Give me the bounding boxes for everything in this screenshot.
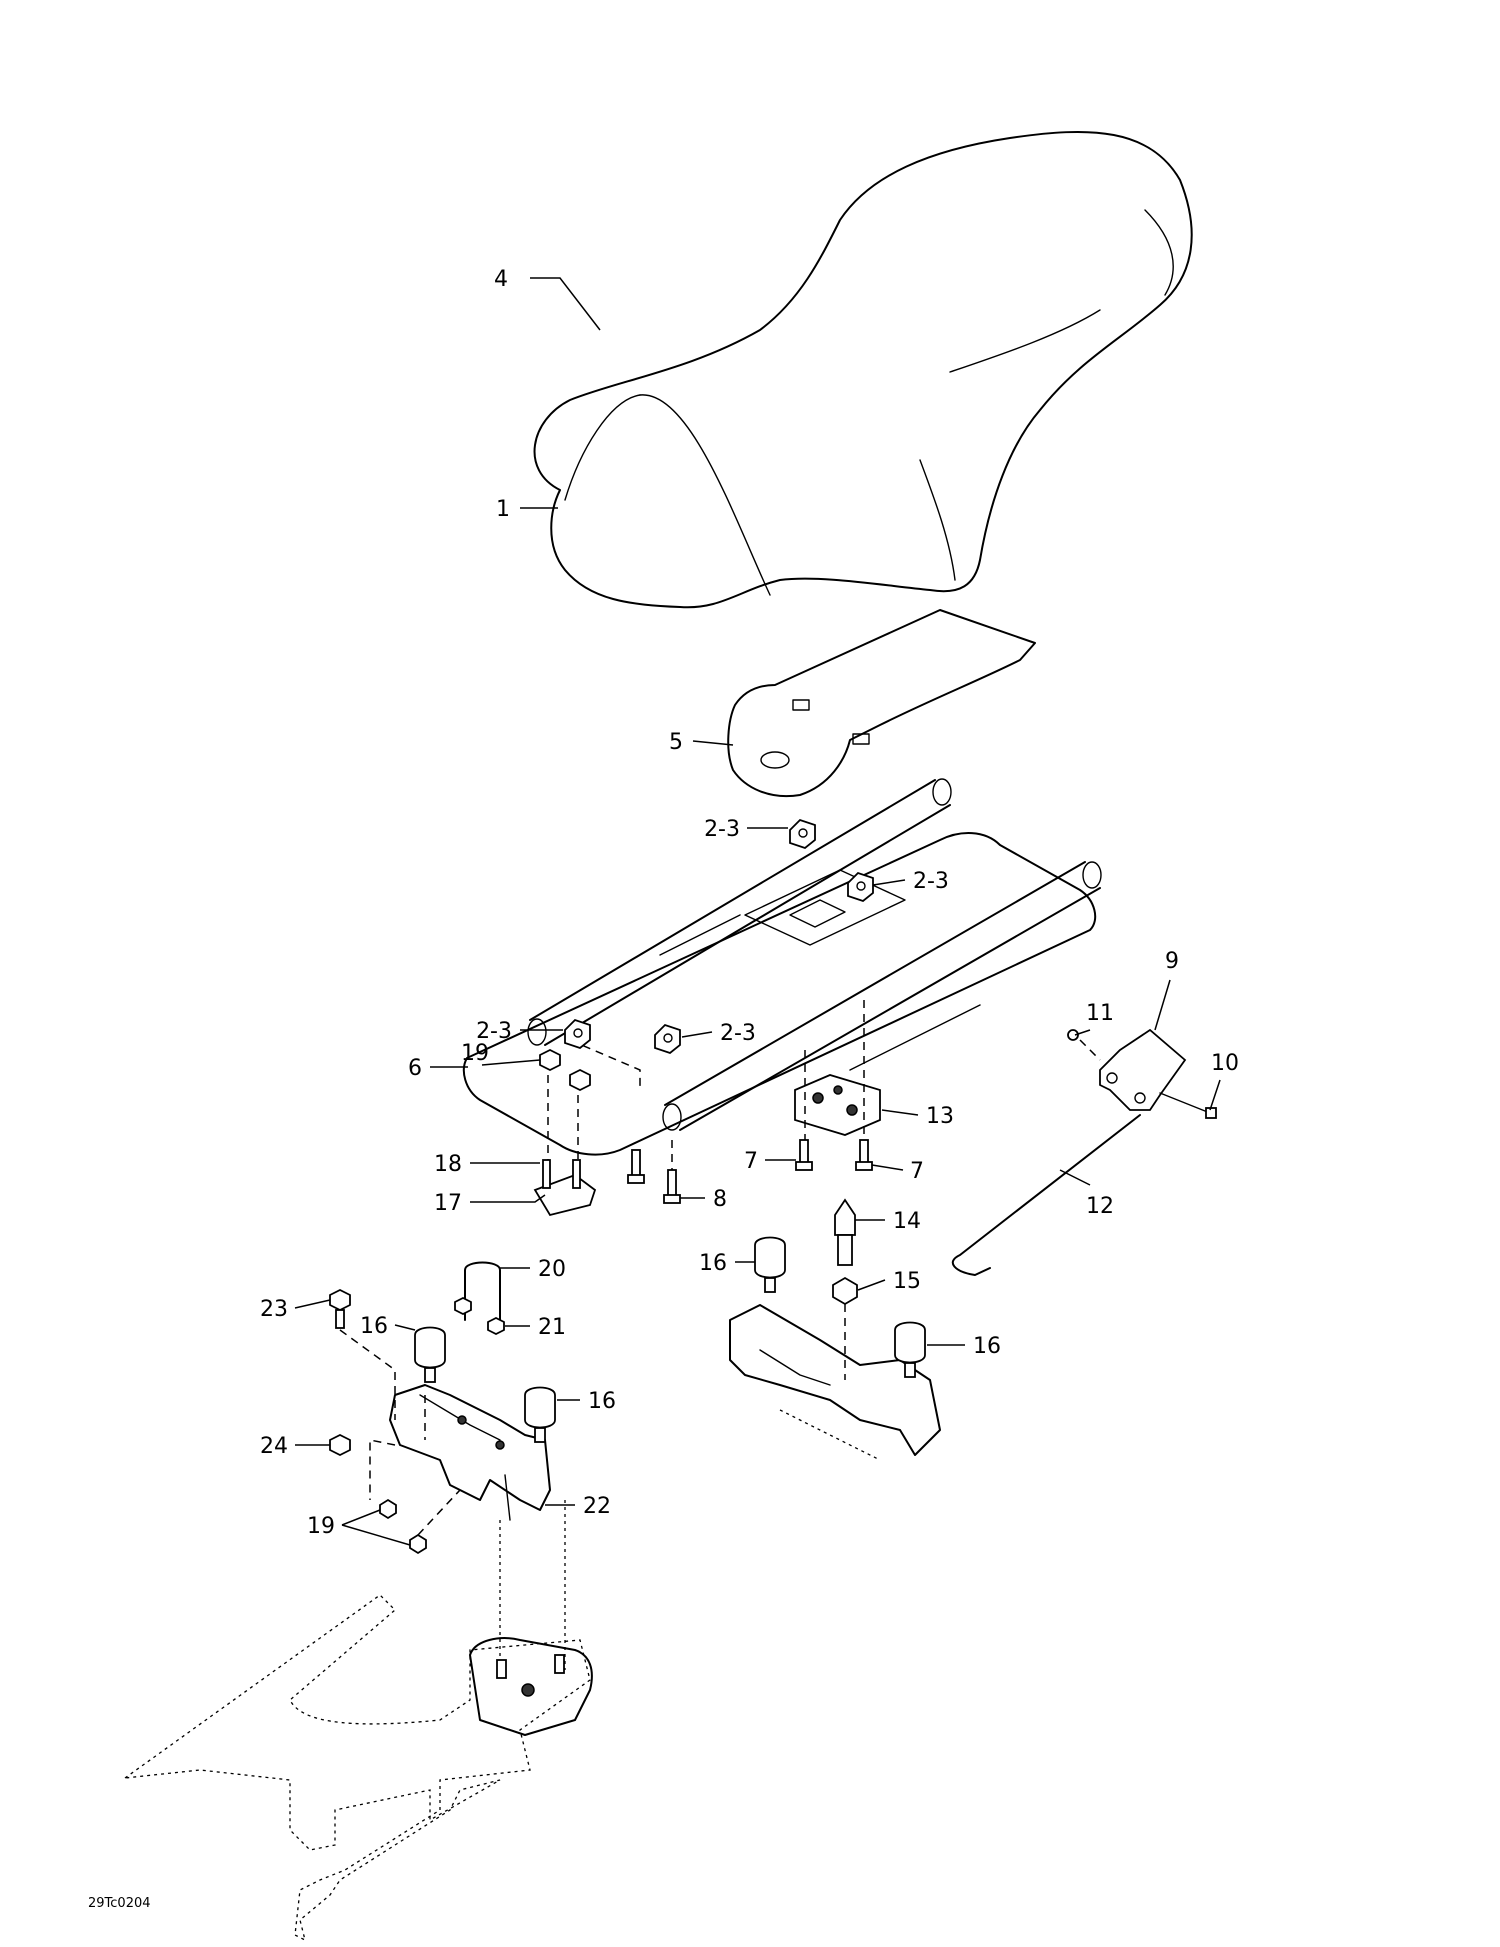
callout-19a: 19 [461, 1041, 489, 1066]
latch-lever-9 [1099, 1028, 1187, 1111]
right-bracket [729, 1304, 941, 1461]
callout-16b: 16 [973, 1334, 1001, 1359]
callout-18: 18 [434, 1152, 462, 1177]
callout-15: 15 [893, 1269, 921, 1294]
seat-board [727, 609, 1036, 798]
callout-7a: 7 [744, 1149, 758, 1174]
square-nut-2-3c [847, 871, 874, 903]
callout-8: 8 [713, 1187, 727, 1212]
bumper-16c [414, 1326, 446, 1383]
seat-cover [533, 131, 1193, 609]
clip-11 [1067, 1029, 1079, 1041]
callout-11: 11 [1086, 1001, 1114, 1026]
callout-9: 9 [1165, 949, 1179, 974]
callout-10: 10 [1211, 1051, 1239, 1076]
callout-1: 1 [496, 497, 510, 522]
nut-19c [379, 1498, 397, 1520]
leader-lines [294, 277, 1221, 1546]
callout-6: 6 [408, 1056, 422, 1081]
bumper-17 [533, 1159, 597, 1217]
bolt-7b [855, 1139, 873, 1171]
callout-2-3c: 2-3 [476, 1019, 512, 1044]
callout-16a: 16 [699, 1251, 727, 1276]
callout-2-3a: 2-3 [704, 817, 740, 842]
callout-12: 12 [1086, 1194, 1114, 1219]
square-nut-2-3d [654, 1023, 681, 1055]
square-nut-2-3a [564, 1018, 591, 1050]
nut-19a [539, 1048, 561, 1072]
callout-24: 24 [260, 1434, 288, 1459]
base-frame [122, 1594, 593, 1942]
pin-10 [1159, 1092, 1217, 1119]
callout-17: 17 [434, 1191, 462, 1216]
cable-12 [951, 1114, 1141, 1276]
drawing-code: 29Tc0204 [88, 1896, 151, 1911]
callouts: 4 1 5 2-3 2-3 2-3 2-3 19 6 18 17 8 7 7 1… [260, 267, 1239, 1539]
square-nut-2-3b [789, 818, 816, 850]
bolt-23 [329, 1288, 351, 1329]
u-bolt-20 [464, 1261, 501, 1331]
bolt-7a [795, 1139, 813, 1171]
seat-frame [462, 778, 1102, 1156]
callout-22: 22 [583, 1494, 611, 1519]
callout-16c: 16 [360, 1314, 388, 1339]
left-bracket-22 [389, 1384, 551, 1521]
nut-21 [487, 1316, 505, 1336]
callout-23: 23 [260, 1297, 288, 1322]
nut-21b [454, 1296, 472, 1316]
nut-19d [409, 1533, 427, 1555]
callout-2-3b: 2-3 [913, 869, 949, 894]
callout-19b: 19 [307, 1514, 335, 1539]
callout-2-3d: 2-3 [720, 1021, 756, 1046]
bolt-8a [627, 1149, 645, 1184]
callout-20: 20 [538, 1257, 566, 1282]
callout-5: 5 [669, 730, 683, 755]
bumper-16d [524, 1386, 556, 1443]
bolt-8b [663, 1169, 681, 1204]
callout-14: 14 [893, 1209, 921, 1234]
nut-24 [329, 1433, 351, 1457]
callout-13: 13 [926, 1104, 954, 1129]
latch-plate [794, 1074, 881, 1136]
nut-15 [832, 1276, 858, 1306]
callout-16d: 16 [588, 1389, 616, 1414]
bumper-16b [894, 1321, 926, 1378]
pin-14 [834, 1198, 856, 1266]
callout-4: 4 [494, 267, 508, 292]
callout-7b: 7 [910, 1159, 924, 1184]
nut-19b [569, 1068, 591, 1092]
bumper-16a [754, 1236, 786, 1293]
callout-21: 21 [538, 1315, 566, 1340]
